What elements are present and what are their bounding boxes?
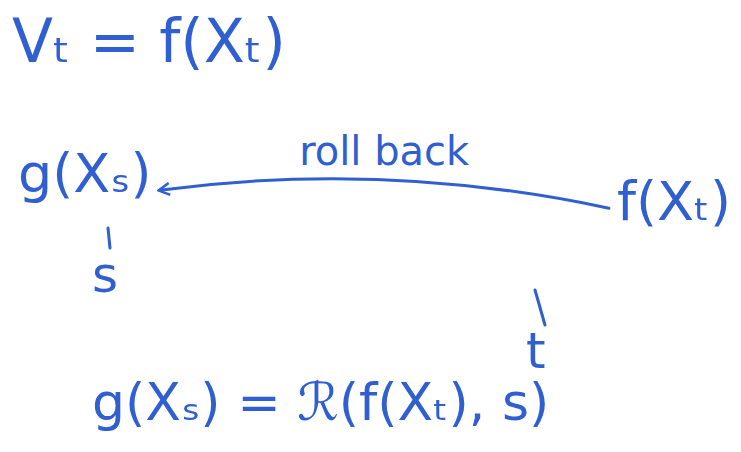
tick-mark	[108, 228, 110, 248]
formula-label: Vₜ = f(Xₜ)	[12, 6, 286, 76]
formula-node: g(Xₛ)	[14, 140, 156, 207]
rollback-arrow	[160, 179, 609, 208]
tick-mark	[535, 290, 545, 325]
formula-text: f(Xₜ)	[617, 170, 731, 233]
formula-node: f(Xₜ)	[613, 168, 735, 235]
formula-text: g(Xₛ)	[18, 142, 152, 205]
edge-label: roll back	[295, 128, 473, 174]
formula-label: s	[92, 246, 118, 304]
formula-label: t	[526, 322, 546, 380]
formula-label: g(Xₛ) = ℛ(f(Xₜ), s)	[92, 372, 549, 432]
